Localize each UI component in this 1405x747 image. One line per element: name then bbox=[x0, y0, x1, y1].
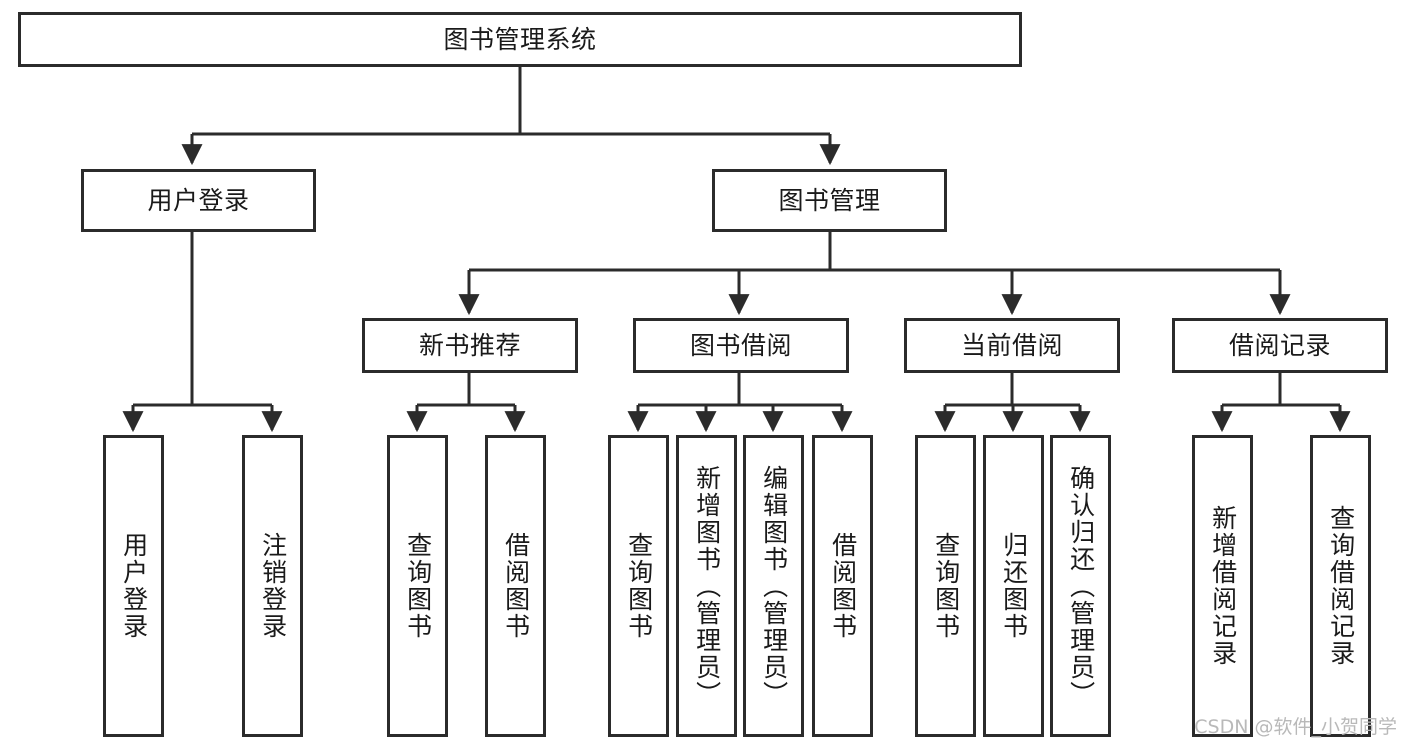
leaf-borrow-book-1[interactable]: 借阅图书 bbox=[485, 435, 546, 737]
node-new-book-rec[interactable]: 新书推荐 bbox=[362, 318, 578, 373]
node-current-borrow-label: 当前借阅 bbox=[960, 330, 1063, 360]
leaf-add-record-label: 新增借阅记录 bbox=[1208, 505, 1238, 667]
leaf-query-book-1-label: 查询图书 bbox=[403, 532, 433, 640]
node-user-login[interactable]: 用户登录 bbox=[81, 169, 316, 232]
leaf-edit-book[interactable]: 编辑图书（管理员） bbox=[743, 435, 804, 737]
node-borrow-record[interactable]: 借阅记录 bbox=[1172, 318, 1388, 373]
node-root-label: 图书管理系统 bbox=[443, 24, 597, 54]
node-borrow-record-label: 借阅记录 bbox=[1228, 330, 1331, 360]
leaf-add-record[interactable]: 新增借阅记录 bbox=[1192, 435, 1253, 737]
leaf-return-book[interactable]: 归还图书 bbox=[983, 435, 1044, 737]
leaf-query-record[interactable]: 查询借阅记录 bbox=[1310, 435, 1371, 737]
leaf-user-login-label: 用户登录 bbox=[119, 532, 149, 640]
leaf-borrow-book-2[interactable]: 借阅图书 bbox=[812, 435, 873, 737]
node-book-borrow[interactable]: 图书借阅 bbox=[633, 318, 849, 373]
leaf-borrow-book-1-label: 借阅图书 bbox=[501, 532, 531, 640]
leaf-query-book-3-label: 查询图书 bbox=[931, 532, 961, 640]
node-book-manage[interactable]: 图书管理 bbox=[712, 169, 947, 232]
leaf-logout[interactable]: 注销登录 bbox=[242, 435, 303, 737]
leaf-query-record-label: 查询借阅记录 bbox=[1326, 505, 1356, 667]
leaf-borrow-book-2-label: 借阅图书 bbox=[828, 532, 858, 640]
leaf-add-book[interactable]: 新增图书（管理员） bbox=[676, 435, 737, 737]
node-book-manage-label: 图书管理 bbox=[778, 185, 881, 215]
leaf-query-book-1[interactable]: 查询图书 bbox=[387, 435, 448, 737]
node-root[interactable]: 图书管理系统 bbox=[18, 12, 1022, 67]
leaf-user-login[interactable]: 用户登录 bbox=[103, 435, 164, 737]
leaf-query-book-2-label: 查询图书 bbox=[624, 532, 654, 640]
leaf-return-book-label: 归还图书 bbox=[999, 532, 1029, 640]
leaf-add-book-label: 新增图书（管理员） bbox=[692, 464, 722, 708]
watermark: CSDN @软件_小贺同学 bbox=[1194, 716, 1397, 738]
node-new-book-rec-label: 新书推荐 bbox=[418, 330, 521, 360]
leaf-query-book-3[interactable]: 查询图书 bbox=[915, 435, 976, 737]
leaf-edit-book-label: 编辑图书（管理员） bbox=[759, 464, 789, 708]
leaf-confirm-return-label: 确认归还（管理员） bbox=[1066, 464, 1096, 708]
node-book-borrow-label: 图书借阅 bbox=[689, 330, 792, 360]
leaf-confirm-return[interactable]: 确认归还（管理员） bbox=[1050, 435, 1111, 737]
node-current-borrow[interactable]: 当前借阅 bbox=[904, 318, 1120, 373]
node-user-login-label: 用户登录 bbox=[147, 185, 250, 215]
leaf-logout-label: 注销登录 bbox=[258, 532, 288, 640]
leaf-query-book-2[interactable]: 查询图书 bbox=[608, 435, 669, 737]
